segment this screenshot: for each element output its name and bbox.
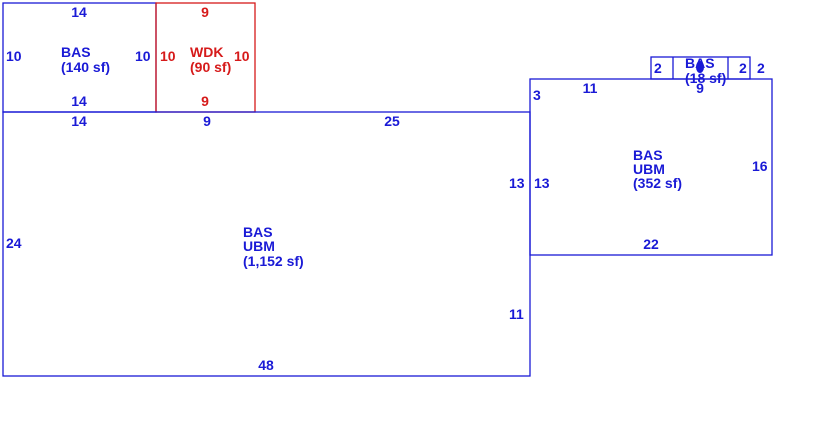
right-code: BAS — [633, 147, 663, 163]
bas-top-dim-bottom: 14 — [71, 93, 87, 109]
bump-dim-right-outer: 2 — [757, 60, 765, 76]
bump-dim-bottom: 9 — [696, 80, 704, 96]
bas-top-dim-right: 10 — [135, 48, 151, 64]
wdk-dim-right: 10 — [234, 48, 250, 64]
bump-code: BAS — [685, 55, 715, 71]
wdk-dim-top: 9 — [201, 4, 209, 20]
small-bas-bump-outline — [650, 56, 751, 80]
right-dim-left: 13 — [534, 175, 550, 191]
bump-dim-right-inner: 2 — [739, 60, 747, 76]
main-dim-top-a: 14 — [71, 113, 87, 129]
main-code: BAS — [243, 224, 273, 240]
main-dim-left: 24 — [6, 235, 22, 251]
right-area: (352 sf) — [633, 175, 682, 191]
right-sub: UBM — [633, 161, 665, 177]
wdk-code: WDK — [190, 44, 223, 60]
bump-dim-left: 2 — [654, 60, 662, 76]
main-dim-right-lower: 11 — [509, 306, 524, 322]
right-dim-bottom: 22 — [643, 236, 659, 252]
main-sub: UBM — [243, 238, 275, 254]
wdk-dim-bottom: 9 — [201, 93, 209, 109]
small-bump-marker — [696, 61, 704, 73]
main-dim-right-upper: 13 — [509, 175, 525, 191]
main-dim-top-b: 9 — [203, 113, 211, 129]
bas-top-dim-left: 10 — [6, 48, 22, 64]
bas-top-dim-top: 14 — [71, 4, 87, 20]
right-dim-right: 16 — [752, 158, 768, 174]
bas-top-code: BAS — [61, 44, 91, 60]
right-dim-top: 11 — [583, 80, 598, 96]
main-area: (1,152 sf) — [243, 253, 304, 269]
main-dim-top-c: 25 — [384, 113, 400, 129]
main-dim-bottom: 48 — [258, 357, 274, 373]
right-dim-left-top: 3 — [533, 87, 541, 103]
wdk-area: (90 sf) — [190, 59, 231, 75]
bas-top-area: (140 sf) — [61, 59, 110, 75]
wdk-dim-left: 10 — [160, 48, 176, 64]
bump-area: (18 sf) — [685, 70, 726, 86]
